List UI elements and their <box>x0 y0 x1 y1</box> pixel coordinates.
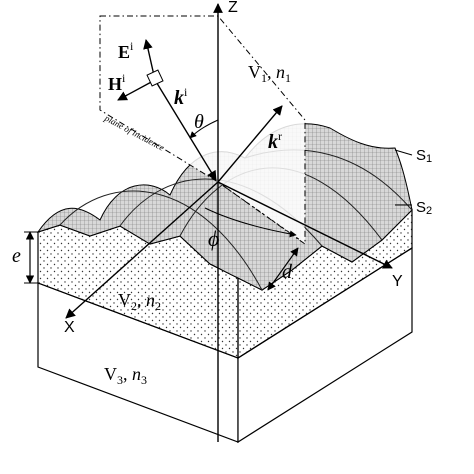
theta-label: θ <box>194 111 204 133</box>
thickness-label: e <box>12 245 21 267</box>
s2-label: S2 <box>416 199 432 217</box>
z-axis-label: Z <box>228 0 238 16</box>
h-incident-label: Hi <box>108 71 126 94</box>
period-label: d <box>282 261 293 283</box>
phi-label: ϕ <box>208 226 219 251</box>
phi-arc <box>204 207 297 238</box>
v1-label: V1, n1 <box>248 62 291 85</box>
polarization-box <box>146 69 164 87</box>
surface-mesh <box>36 123 413 291</box>
vectors <box>117 39 283 183</box>
e-incident-label: Ei <box>118 39 134 62</box>
theta-arc <box>189 119 219 139</box>
k-incident-arrow <box>154 79 217 181</box>
thickness-marker <box>24 231 40 284</box>
period-marker <box>267 247 299 291</box>
k-reflected-arrow <box>217 105 283 183</box>
phi-projection <box>217 181 301 241</box>
substrate-block <box>37 208 413 444</box>
x-axis-label: X <box>64 319 75 336</box>
y-axis-label: Y <box>392 273 403 290</box>
k-reflected-label: kr <box>268 129 282 153</box>
v2-label: V2, n2 <box>118 290 161 313</box>
ridge-line-1 <box>59 190 263 291</box>
h-incident-arrow <box>117 79 156 101</box>
k-incident-label: ki <box>174 85 188 109</box>
axes <box>65 3 393 442</box>
v3-label: V3, n3 <box>104 364 147 387</box>
s1-leader <box>394 149 413 156</box>
x-axis <box>65 181 219 319</box>
s1-label: S1 <box>416 147 432 165</box>
y-axis <box>217 181 393 269</box>
